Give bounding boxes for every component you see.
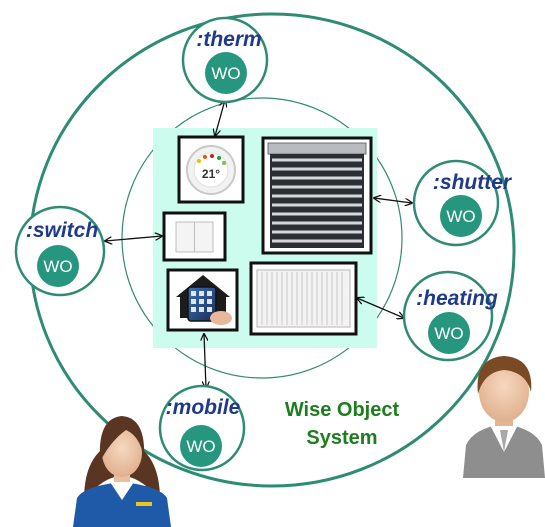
connector-switch: [105, 236, 162, 241]
node-label: :heating: [416, 287, 498, 310]
node-label: :therm: [196, 28, 261, 51]
node-badge-disc: [180, 425, 222, 467]
node-badge: WO: [434, 324, 463, 343]
connectors: [105, 100, 412, 388]
light-switch-icon: [162, 211, 227, 262]
man-user-icon: [463, 356, 545, 478]
node-heating: :heating WO: [402, 270, 498, 362]
smartphone-home-icon: [166, 268, 239, 332]
node-therm: :therm WO: [181, 16, 269, 104]
node-badge: WO: [43, 257, 72, 276]
connector-shutter: [374, 198, 412, 203]
node-badge-disc: [440, 195, 482, 237]
connector-heating: [357, 298, 404, 318]
system-title-line1: Wise Object: [285, 399, 400, 421]
node-mobile: :mobile WO: [158, 384, 246, 472]
thermostat-icon: 21°: [177, 135, 245, 204]
radiator-icon: [249, 261, 358, 336]
node-badge-disc: [37, 245, 79, 287]
node-label: :shutter: [433, 171, 513, 194]
node-label: :switch: [26, 219, 98, 242]
node-badge: WO: [211, 64, 240, 83]
woman-user-icon: [73, 416, 171, 527]
node-shutter: :shutter WO: [412, 159, 513, 247]
node-label: :mobile: [166, 396, 241, 419]
connector-mobile: [204, 334, 206, 388]
window-shutter-icon: [261, 136, 373, 255]
system-title-line2: System: [306, 427, 377, 449]
node-badge: WO: [446, 207, 475, 226]
node-switch: :switch WO: [14, 205, 106, 297]
svg-text:21°: 21°: [202, 167, 220, 181]
node-badge-disc: [205, 52, 247, 94]
node-badge: WO: [186, 437, 215, 456]
connector-therm: [215, 100, 225, 136]
node-badge-disc: [428, 312, 470, 354]
